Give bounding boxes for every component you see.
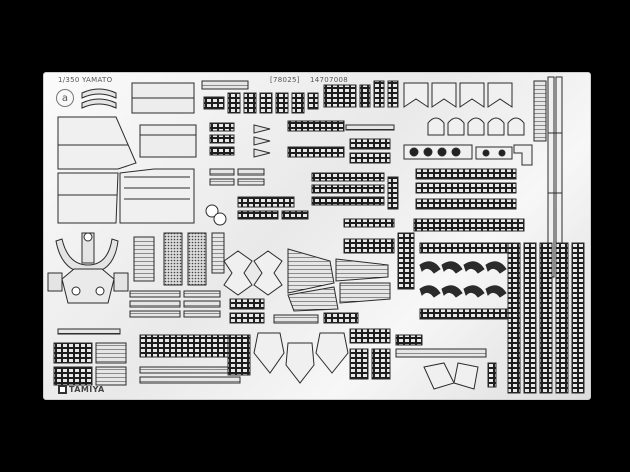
part-number-label: 14707008 xyxy=(310,76,349,84)
photo-etch-fret: 1/350 YAMATO [78025] 14707008 a TAMIYA xyxy=(43,72,591,400)
large-deflector-panel xyxy=(57,116,137,170)
grille-part xyxy=(133,236,155,282)
scale-label: 1/350 xyxy=(58,76,80,84)
etched-parts-artwork xyxy=(47,76,585,394)
brand-logo: TAMIYA xyxy=(58,385,105,394)
ship-name-label: YAMATO xyxy=(82,76,113,84)
product-code-label: [78025] xyxy=(270,76,300,84)
tall-ladder-part xyxy=(507,242,521,394)
brand-name: TAMIYA xyxy=(69,385,105,394)
gun-shield-part xyxy=(403,82,429,108)
vent-louver-part xyxy=(223,250,253,296)
curved-rail-part xyxy=(81,88,117,99)
sheet-letter: a xyxy=(61,92,69,104)
tamiya-star-icon xyxy=(58,385,67,394)
sheet-letter-badge: a xyxy=(56,89,74,107)
ladder-set-part xyxy=(53,342,93,364)
